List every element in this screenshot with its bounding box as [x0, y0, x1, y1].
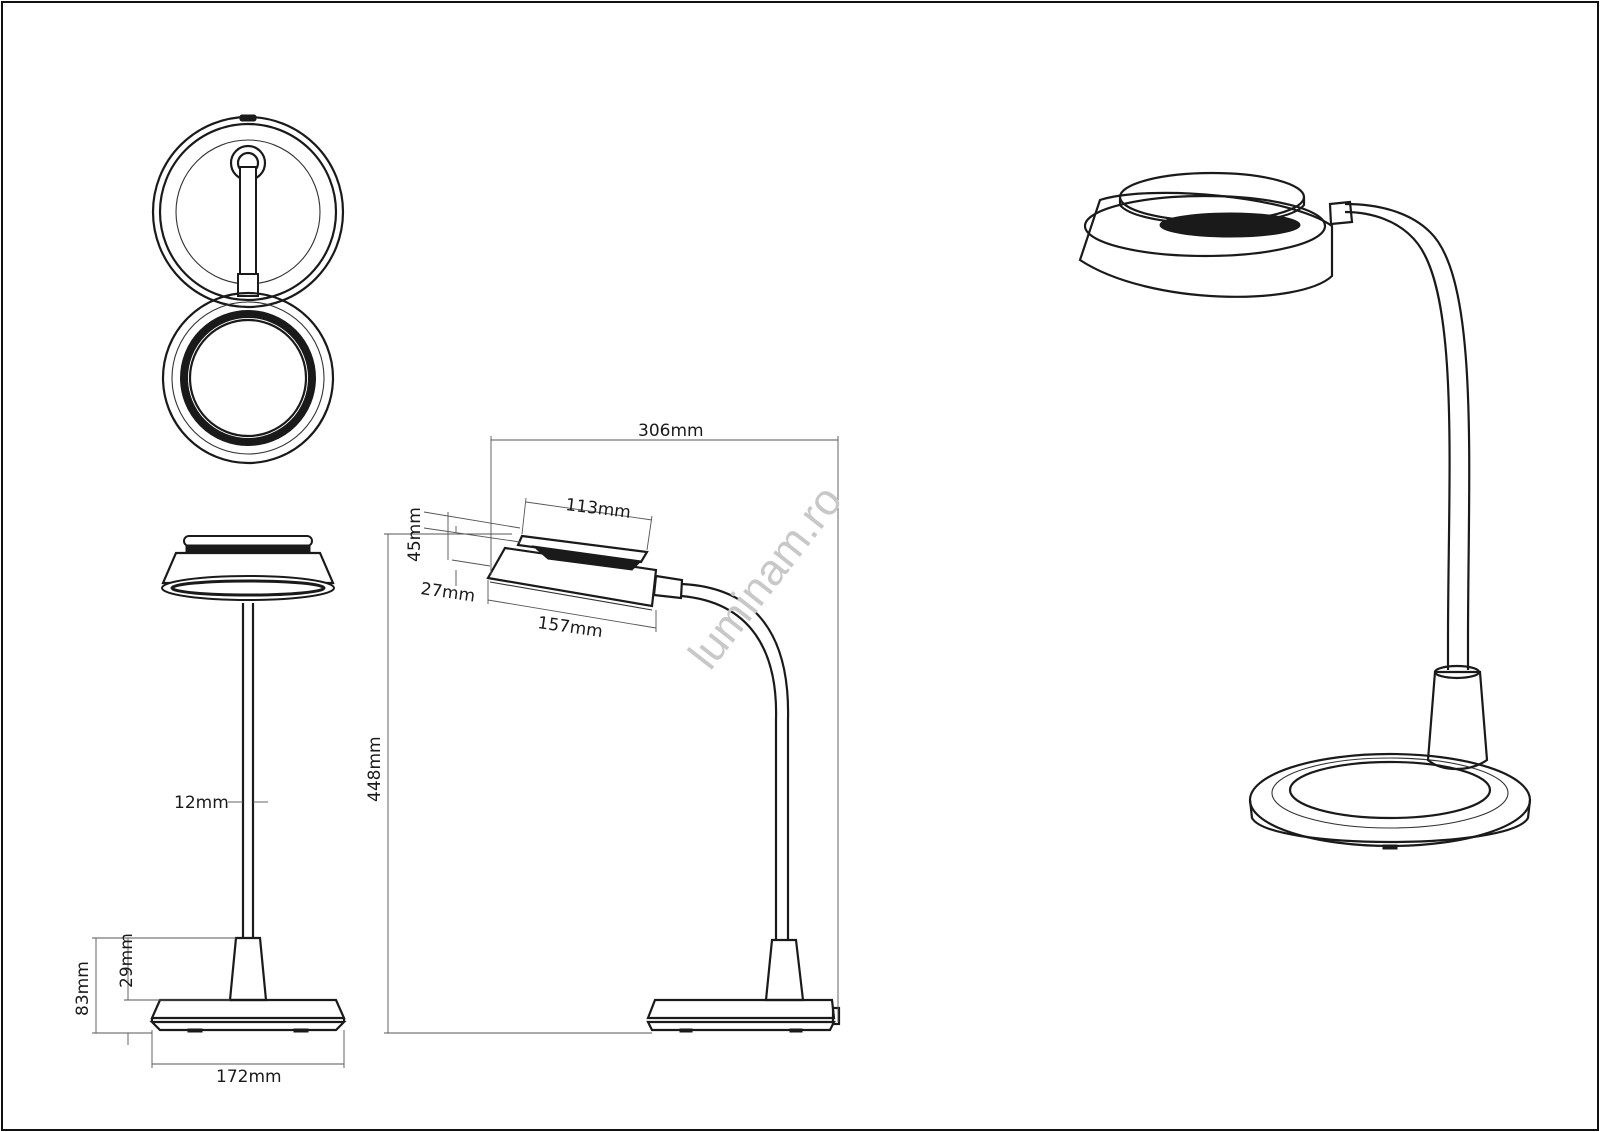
- dim-base-width: 172mm: [216, 1067, 282, 1087]
- top-view: [151, 114, 345, 465]
- dim-neck-height: 29mm: [117, 933, 137, 988]
- front-view: [149, 535, 347, 1033]
- dim-head-top-height: 45mm: [405, 507, 425, 562]
- front-dimension-lines: [92, 801, 345, 1068]
- dim-head-diameter: 113mm: [564, 495, 632, 523]
- watermark: luminam.ro: [679, 476, 852, 678]
- dim-total-width: 306mm: [638, 421, 704, 441]
- dim-total-height: 448mm: [365, 736, 385, 802]
- perspective-view: [1078, 171, 1532, 850]
- dim-base-height: 83mm: [73, 961, 93, 1016]
- side-view: [486, 534, 841, 1033]
- dim-stem-diameter: 12mm: [174, 793, 229, 813]
- side-dimension-lines: [384, 436, 839, 1034]
- dim-head-thickness: 27mm: [419, 579, 476, 606]
